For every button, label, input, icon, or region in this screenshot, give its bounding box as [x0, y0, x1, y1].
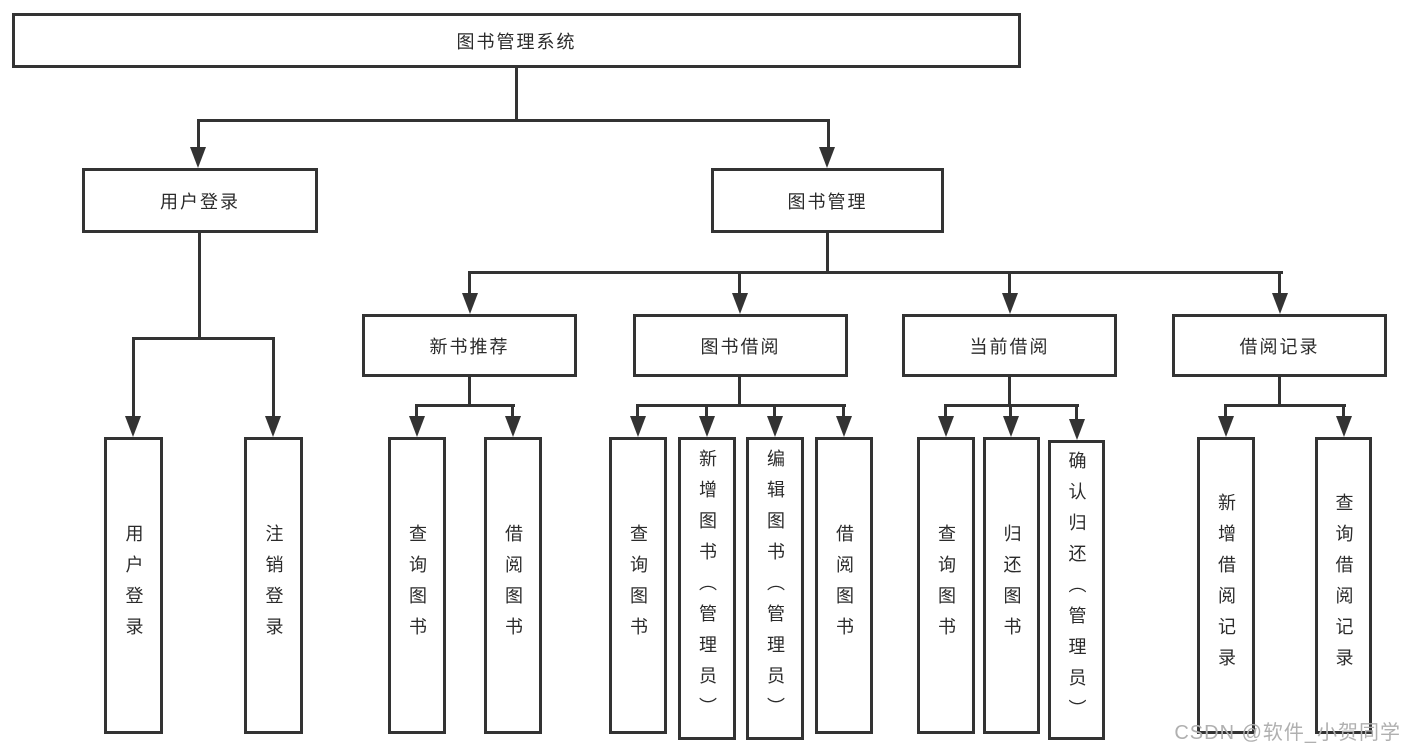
connector-line — [636, 404, 846, 407]
node-book-borrow: 图书借阅 — [633, 314, 848, 377]
connector-line — [1008, 271, 1011, 295]
node-new-book-recommend: 新书推荐 — [362, 314, 577, 377]
connector-line — [132, 337, 275, 340]
leaf-add-borrow-record-label: 新增借阅记录 — [1216, 492, 1236, 679]
connector-line — [1342, 404, 1345, 419]
leaf-borrow-books-recommend: 借阅图书 — [484, 437, 542, 734]
arrow-down-icon — [699, 416, 715, 437]
arrow-down-icon — [732, 293, 748, 314]
leaf-confirm-return-admin: 确认归还（管理员） — [1048, 440, 1105, 740]
leaf-borrow-books-recommend-label: 借阅图书 — [503, 523, 523, 648]
leaf-borrow-books-borrow: 借阅图书 — [815, 437, 873, 734]
leaf-user-login-label: 用户登录 — [123, 523, 144, 648]
node-user-login: 用户登录 — [82, 168, 318, 233]
node-book-management-label: 图书管理 — [787, 191, 868, 212]
connector-line — [415, 404, 515, 407]
connector-line — [944, 404, 947, 419]
arrow-down-icon — [767, 416, 783, 437]
arrow-down-icon — [125, 416, 141, 437]
node-borrow-records: 借阅记录 — [1172, 314, 1387, 377]
connector-line — [827, 119, 830, 150]
arrow-down-icon — [1003, 416, 1019, 437]
arrow-down-icon — [1069, 419, 1085, 440]
arrow-down-icon — [630, 416, 646, 437]
connector-line — [515, 67, 518, 121]
leaf-confirm-return-admin-label: 确认归还（管理员） — [1066, 450, 1087, 730]
connector-line — [1224, 404, 1346, 407]
leaf-query-borrow-record-label: 查询借阅记录 — [1333, 492, 1354, 679]
connector-line — [826, 232, 829, 274]
connector-line — [773, 404, 776, 419]
connector-line — [197, 119, 200, 150]
leaf-add-book-admin: 新增图书（管理员） — [678, 437, 736, 740]
csdn-watermark: CSDN @软件_小贺同学 — [1174, 722, 1401, 744]
connector-line — [1008, 377, 1011, 407]
node-user-login-label: 用户登录 — [160, 191, 240, 212]
connector-line — [468, 271, 1283, 274]
leaf-return-books: 归还图书 — [983, 437, 1040, 734]
arrow-down-icon — [505, 416, 521, 437]
leaf-query-books-recommend: 查询图书 — [388, 437, 446, 734]
leaf-user-login: 用户登录 — [104, 437, 163, 734]
node-book-borrow-label: 图书借阅 — [700, 336, 781, 357]
node-root-system: 图书管理系统 — [12, 13, 1021, 68]
node-root-label: 图书管理系统 — [456, 31, 577, 52]
node-borrow-records-label: 借阅记录 — [1239, 336, 1320, 357]
leaf-query-books-recommend-label: 查询图书 — [407, 523, 427, 648]
connector-line — [738, 377, 741, 407]
arrow-down-icon — [836, 416, 852, 437]
arrow-down-icon — [190, 147, 206, 168]
connector-line — [1278, 271, 1281, 295]
leaf-return-books-label: 归还图书 — [1001, 523, 1022, 648]
arrow-down-icon — [819, 147, 835, 168]
node-new-book-recommend-label: 新书推荐 — [429, 336, 510, 357]
leaf-borrow-books-borrow-label: 借阅图书 — [834, 523, 854, 648]
arrow-down-icon — [1336, 416, 1352, 437]
connector-line — [1075, 404, 1078, 422]
arrow-down-icon — [462, 293, 478, 314]
node-book-management: 图书管理 — [711, 168, 944, 233]
connector-line — [197, 119, 830, 122]
connector-line — [842, 404, 845, 419]
connector-line — [1009, 404, 1012, 419]
arrow-down-icon — [938, 416, 954, 437]
leaf-query-books-borrow: 查询图书 — [609, 437, 667, 734]
connector-line — [1224, 404, 1227, 419]
leaf-add-borrow-record: 新增借阅记录 — [1197, 437, 1255, 734]
leaf-logout-login-label: 注销登录 — [263, 523, 284, 648]
connector-line — [636, 404, 639, 419]
leaf-query-borrow-record: 查询借阅记录 — [1315, 437, 1372, 734]
arrow-down-icon — [1218, 416, 1234, 437]
connector-line — [705, 404, 708, 419]
leaf-edit-book-admin: 编辑图书（管理员） — [746, 437, 804, 740]
connector-line — [198, 232, 201, 340]
arrow-down-icon — [265, 416, 281, 437]
connector-line — [511, 404, 514, 419]
leaf-edit-book-admin-label: 编辑图书（管理员） — [765, 449, 785, 728]
leaf-query-books-current: 查询图书 — [917, 437, 975, 734]
arrow-down-icon — [1002, 293, 1018, 314]
arrow-down-icon — [1272, 293, 1288, 314]
node-current-borrow-label: 当前借阅 — [969, 336, 1050, 357]
leaf-add-book-admin-label: 新增图书（管理员） — [697, 449, 717, 728]
connector-line — [272, 337, 275, 419]
arrow-down-icon — [409, 416, 425, 437]
leaf-query-books-borrow-label: 查询图书 — [628, 523, 648, 648]
connector-line — [415, 404, 418, 419]
connector-line — [738, 271, 741, 295]
connector-line — [1278, 377, 1281, 407]
leaf-logout-login: 注销登录 — [244, 437, 303, 734]
node-current-borrow: 当前借阅 — [902, 314, 1117, 377]
connector-line — [132, 337, 135, 419]
connector-line — [468, 271, 471, 295]
leaf-query-books-current-label: 查询图书 — [936, 523, 956, 648]
connector-line — [468, 377, 471, 407]
